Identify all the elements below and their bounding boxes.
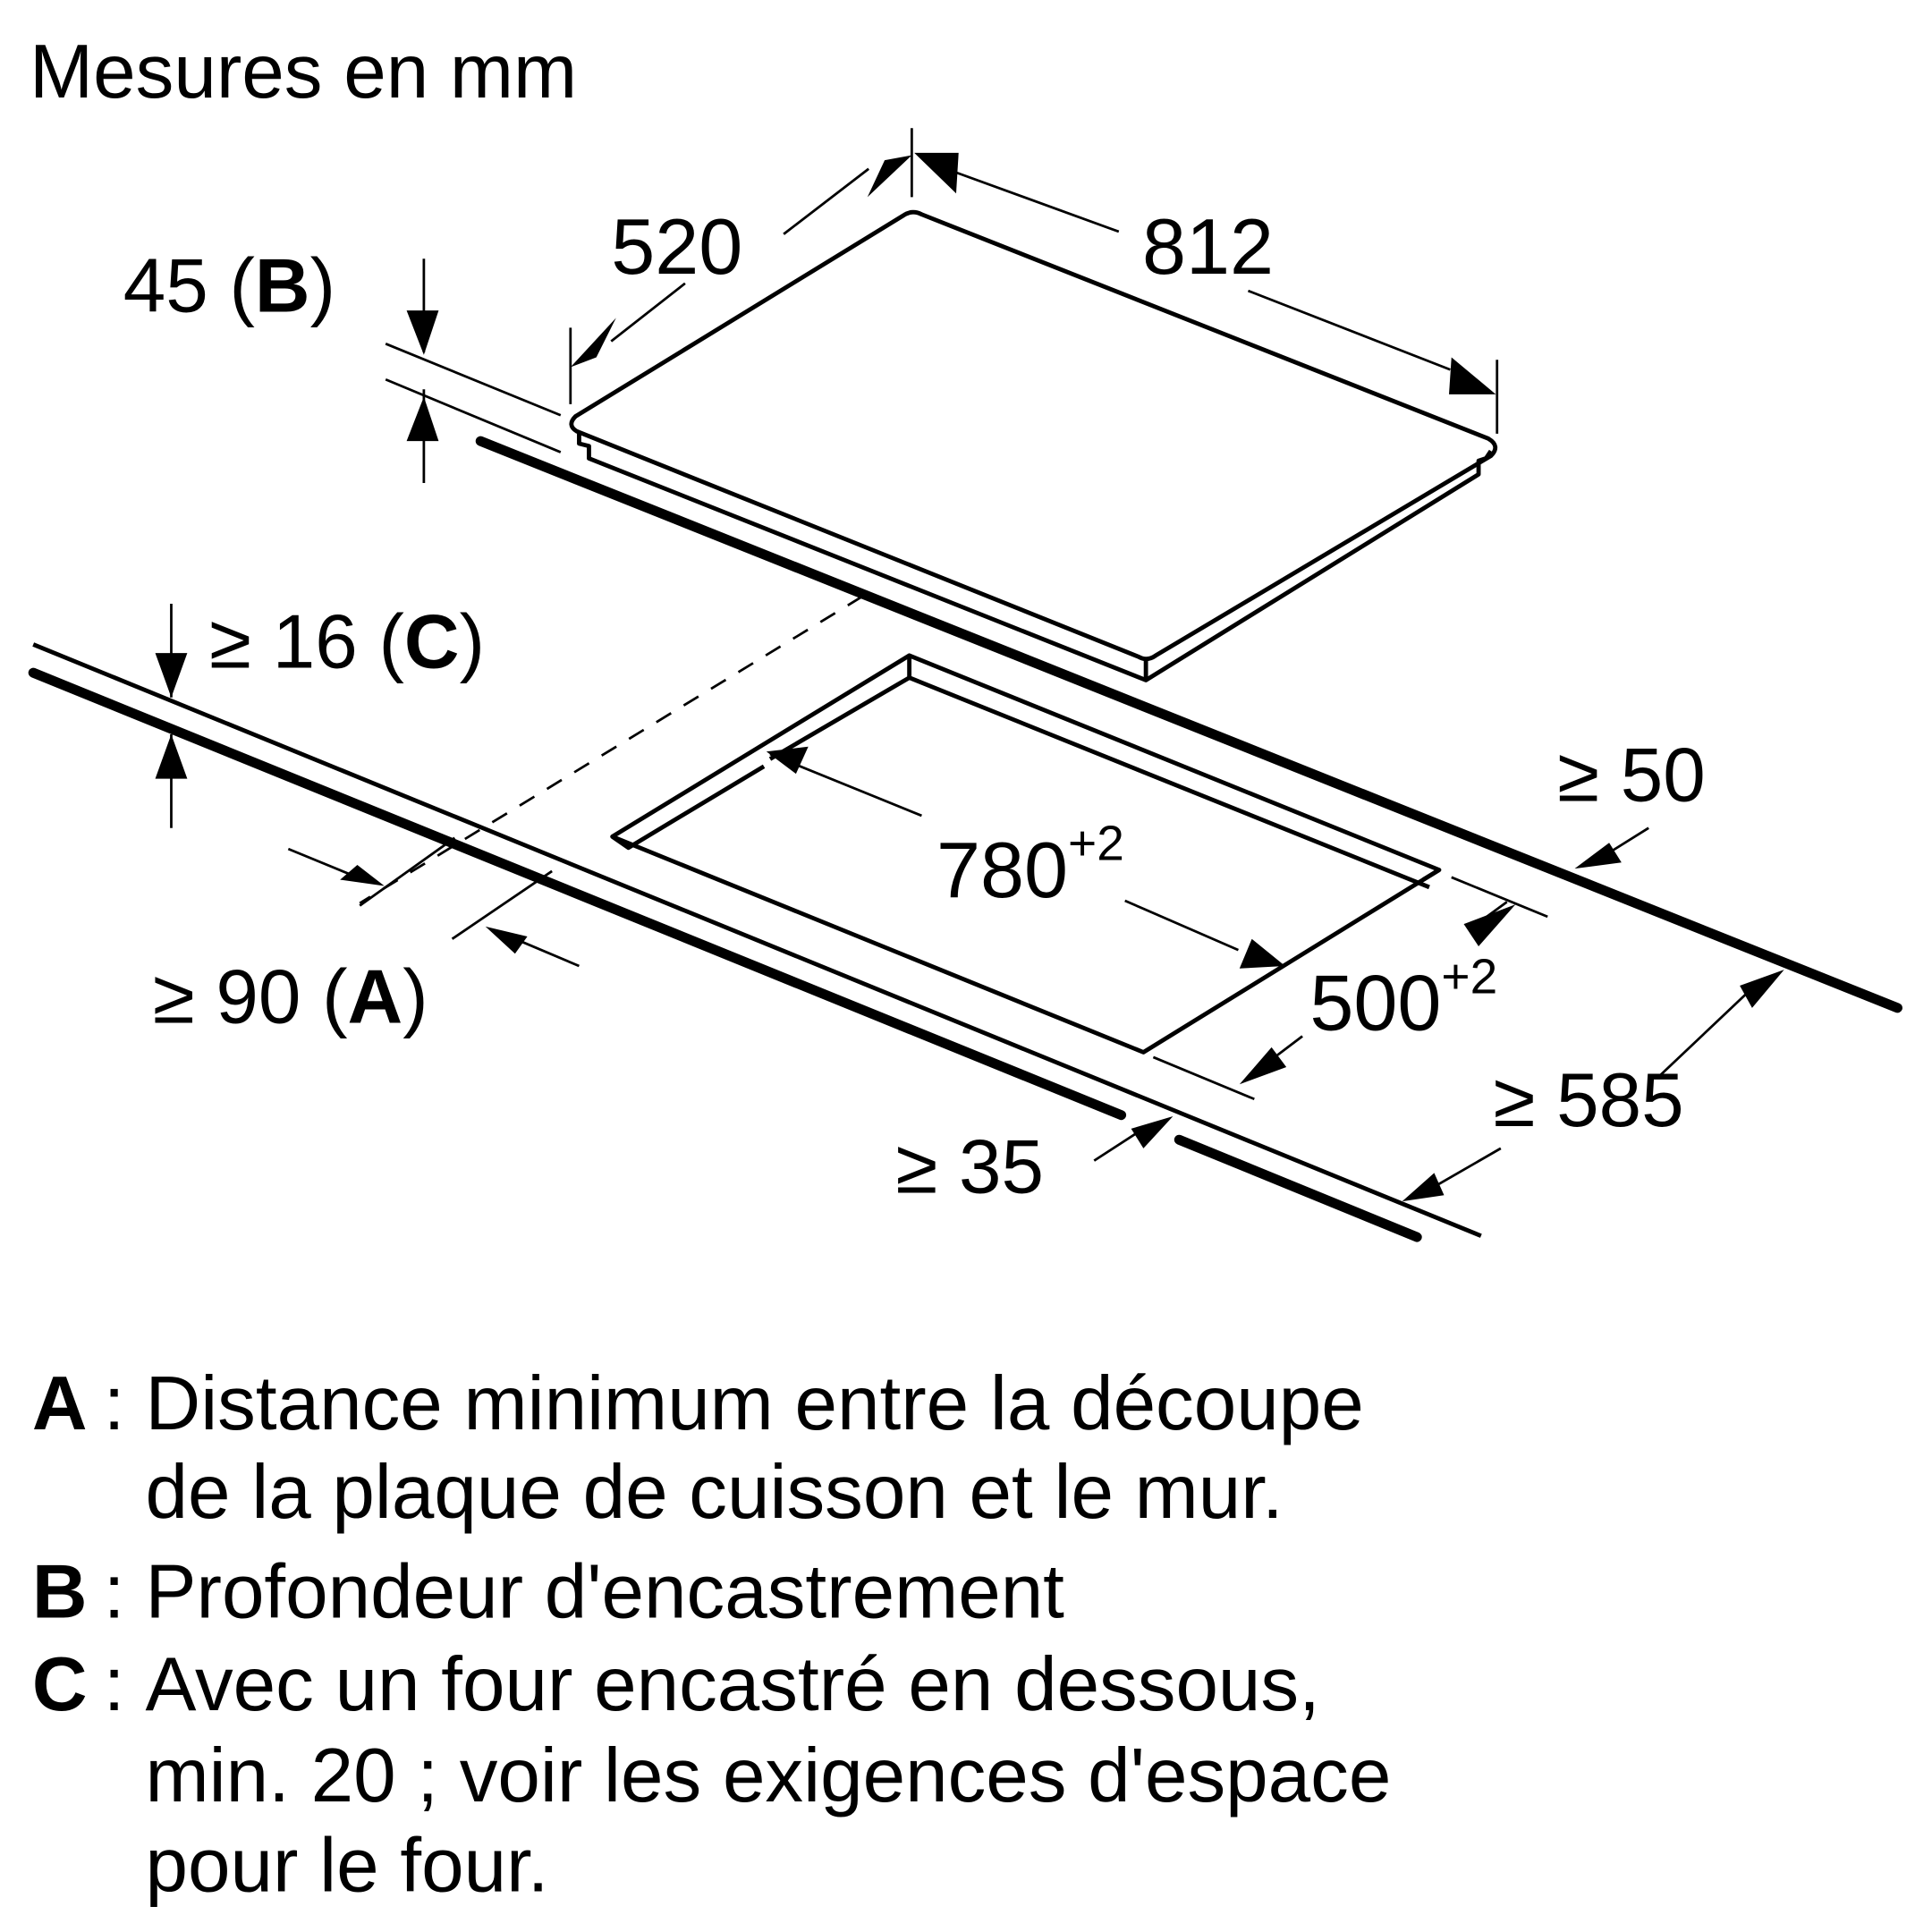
countertop-top-front-line	[32, 642, 1482, 1238]
dim-hob-depth: 520	[611, 202, 742, 291]
dim-rear-distance: ≥ 50	[1557, 733, 1706, 818]
rear-distance-dimension: ≥ 50	[1557, 733, 1706, 869]
countertop-front-edge-left	[28, 667, 1127, 1121]
dim-countertop-thickness: ≥ 16 (C)	[209, 600, 485, 685]
countertop-cutout	[610, 653, 1442, 1055]
legend-text-c-line1: Avec un four encastré en dessous,	[146, 1642, 1320, 1727]
legend-text-a-line2: de la plaque de cuisson et le mur.	[146, 1450, 1284, 1535]
legend: A : Distance minimum entre la découpe de…	[32, 1361, 1392, 1909]
legend-separator: :	[104, 1642, 125, 1727]
legend-item-a: A : Distance minimum entre la découpe de…	[32, 1361, 1364, 1535]
hob-appliance	[569, 209, 1498, 682]
legend-text-c-line3: pour le four.	[146, 1824, 549, 1909]
legend-text-a-line1: Distance minimum entre la découpe	[146, 1361, 1364, 1446]
legend-separator: :	[104, 1361, 125, 1446]
dim-cutout-width: 780+2	[936, 816, 1124, 914]
dim-countertop-depth: ≥ 585	[1494, 1058, 1684, 1143]
legend-separator: :	[104, 1550, 125, 1635]
countertop-depth-dimension: ≥ 585	[1402, 970, 1784, 1202]
legend-key-a: A	[32, 1361, 88, 1446]
legend-item-c: C : Avec un four encastré en dessous, mi…	[32, 1642, 1392, 1909]
countertop-front-edge-right	[1174, 1134, 1422, 1242]
legend-key-b: B	[32, 1550, 88, 1635]
countertop-rear-edge	[475, 436, 1902, 1013]
wall-distance-dimension: ≥ 90 (A)	[153, 836, 580, 1039]
legend-key-c: C	[32, 1642, 88, 1727]
legend-text-b-line1: Profondeur d'encastrement	[146, 1550, 1065, 1635]
dim-installation-depth: 45 (B)	[123, 244, 335, 329]
page-title: Mesures en mm	[30, 30, 577, 114]
hob-depth-dimension: 520	[569, 128, 913, 404]
cutout-depth-dimension: 500+2	[1152, 876, 1548, 1101]
legend-item-b: B : Profondeur d'encastrement	[32, 1550, 1064, 1635]
cutout-width-dimension: 780+2	[766, 746, 1285, 969]
installation-depth-dimension: 45 (B)	[123, 244, 562, 483]
dim-wall-distance: ≥ 90 (A)	[153, 954, 428, 1039]
dim-front-distance: ≥ 35	[895, 1124, 1044, 1209]
dim-cutout-depth: 500+2	[1309, 948, 1497, 1046]
hob-width-dimension: 812	[914, 152, 1499, 434]
wall-projection-line	[359, 595, 864, 904]
front-distance-dimension: ≥ 35	[895, 1116, 1174, 1209]
dim-hob-width: 812	[1142, 202, 1274, 291]
legend-text-c-line2: min. 20 ; voir les exigences d'espace	[146, 1733, 1392, 1818]
countertop-thickness-dimension: ≥ 16 (C)	[155, 600, 485, 828]
